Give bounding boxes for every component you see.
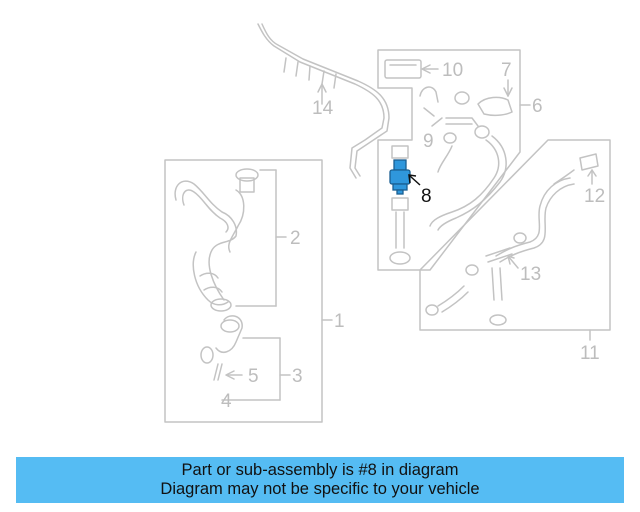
callout-7: 7 (501, 60, 512, 81)
part-12-fitting[interactable] (553, 153, 599, 185)
part-8-highlighted[interactable] (389, 159, 411, 195)
parts-diagram: 1 2 3 4 5 6 7 8 9 10 11 12 13 14 (164, 23, 611, 423)
callout-11: 11 (580, 343, 600, 364)
callout-9: 9 (423, 131, 434, 152)
part-14-vent-tube[interactable] (257, 23, 390, 179)
part-8-stack (389, 145, 411, 265)
banner-line-disclaimer: Diagram may not be specific to your vehi… (160, 480, 480, 498)
part-8-leader (408, 174, 421, 186)
assembly-11-box (419, 139, 611, 341)
part-9-connector[interactable] (419, 86, 479, 173)
part-3-filler-pipe[interactable] (200, 315, 291, 401)
callout-4: 4 (221, 391, 232, 412)
part-2-filler-neck[interactable] (174, 168, 287, 312)
callout-8: 8 (421, 186, 432, 207)
callout-10: 10 (442, 60, 463, 81)
callout-14: 14 (312, 98, 334, 119)
part-6-hose[interactable] (429, 125, 507, 231)
callout-5: 5 (248, 366, 259, 387)
assembly-1-box (164, 159, 333, 423)
info-banner: Part or sub-assembly is #8 in diagram Di… (16, 457, 624, 503)
part-7-clamp[interactable] (477, 79, 513, 117)
part-10-filter[interactable] (384, 59, 439, 79)
part-13-arrow (507, 255, 515, 265)
callout-12: 12 (584, 186, 605, 207)
callout-1: 1 (334, 311, 345, 332)
part-13-leader (507, 255, 519, 269)
callout-2: 2 (290, 228, 301, 249)
part-11-hose[interactable] (425, 177, 575, 326)
banner-line-part: Part or sub-assembly is #8 in diagram (181, 461, 459, 479)
callout-3: 3 (292, 366, 303, 387)
callout-6: 6 (532, 96, 543, 117)
assembly-6-box (377, 49, 531, 271)
callout-13: 13 (520, 264, 541, 285)
